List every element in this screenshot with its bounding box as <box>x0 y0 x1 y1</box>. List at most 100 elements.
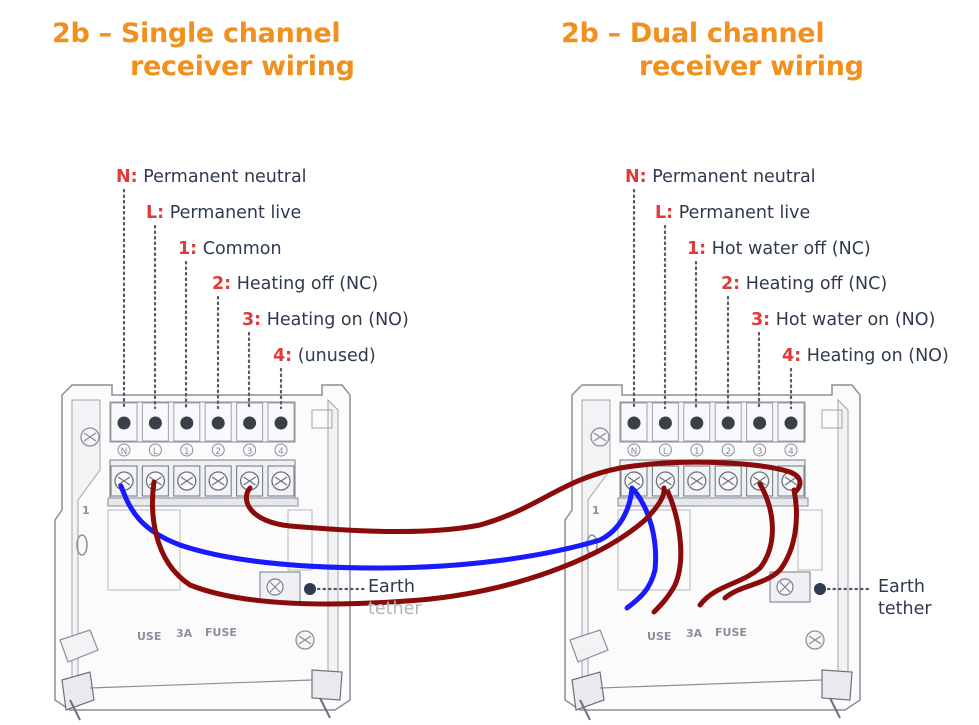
label-key: 1: <box>178 239 198 259</box>
label-key: 3: <box>751 310 771 330</box>
right-label-1: 1: Hot water off (NC) <box>687 239 871 259</box>
right-label-2: 2: Heating off (NC) <box>721 274 887 294</box>
left-use-text: USE <box>137 630 161 643</box>
label-key: 3: <box>242 310 262 330</box>
terminal-mark: 4 <box>788 447 794 457</box>
wire-red-stub-l <box>651 489 684 615</box>
right-receiver-base <box>564 384 861 721</box>
wire-blue-neutral <box>118 483 635 571</box>
label-text: (unused) <box>292 346 376 366</box>
wires <box>118 459 803 615</box>
right-earth-dot <box>814 583 826 595</box>
left-title-line2: receiver wiring <box>130 51 355 82</box>
right-title-line1: 2b – Dual channel <box>561 18 825 49</box>
right-terminal-n: N <box>620 402 648 497</box>
right-earth-label: Earth tether <box>878 576 932 620</box>
wire-red-live <box>150 479 667 607</box>
right-terminal-l: L <box>651 402 679 497</box>
terminal-mark: 1 <box>184 447 190 457</box>
label-key: 4: <box>273 346 293 366</box>
label-key: 2: <box>212 274 232 294</box>
terminal-mark: 2 <box>725 447 731 457</box>
left-label-3: 3: Heating on (NO) <box>242 310 409 330</box>
label-text: Heating on (NO) <box>261 310 409 330</box>
left-terminal-n: N <box>110 402 138 497</box>
right-fuse-text: FUSE <box>715 626 747 639</box>
terminal-connection-dot <box>117 416 131 430</box>
right-use-text: USE <box>647 630 671 643</box>
right-one-text: 1 <box>592 504 600 517</box>
left-label-2: 2: Heating off (NC) <box>212 274 378 294</box>
right-label-3: 3: Hot water on (NO) <box>751 310 935 330</box>
left-earth-line2: tether <box>368 599 422 619</box>
label-text: Permanent neutral <box>137 167 307 187</box>
label-text: Permanent neutral <box>646 167 816 187</box>
terminal-connection-dot <box>658 416 672 430</box>
label-key: 1: <box>687 239 707 259</box>
terminal-mark: N <box>121 447 128 457</box>
left-label-l: L: Permanent live <box>146 203 301 223</box>
label-key: N: <box>116 167 138 187</box>
terminal-connection-dot <box>148 416 162 430</box>
left-terminal-l: L <box>141 402 169 497</box>
left-one-text: 1 <box>82 504 90 517</box>
leader-lines <box>122 188 874 591</box>
label-text: Permanent live <box>164 203 302 223</box>
label-text: Hot water on (NO) <box>770 310 936 330</box>
terminal-mark: L <box>663 447 668 457</box>
right-title-line2: receiver wiring <box>639 51 864 82</box>
label-text: Heating off (NC) <box>231 274 379 294</box>
left-label-n: N: Permanent neutral <box>116 167 307 187</box>
left-3a-text: 3A <box>176 627 193 640</box>
label-key: N: <box>625 167 647 187</box>
terminal-connection-dot <box>784 416 798 430</box>
terminal-connection-dot <box>721 416 735 430</box>
right-terminal-1: 1 <box>683 402 711 497</box>
terminal-mark: 2 <box>215 447 221 457</box>
label-key: L: <box>146 203 165 223</box>
wire-red-switched <box>243 459 803 534</box>
label-text: Permanent live <box>673 203 811 223</box>
terminal-connection-dot <box>180 416 194 430</box>
label-key: L: <box>655 203 674 223</box>
left-label-4: 4: (unused) <box>273 346 376 366</box>
terminal-mark: L <box>153 447 158 457</box>
left-earth-line1: Earth <box>368 577 415 597</box>
right-label-n: N: Permanent neutral <box>625 167 816 187</box>
terminal-connection-dot <box>274 416 288 430</box>
right-title: 2b – Dual channel receiver wiring <box>561 17 864 83</box>
terminal-mark: 3 <box>757 447 763 457</box>
terminal-connection-dot <box>753 416 767 430</box>
right-terminal-2: 2 <box>714 402 742 497</box>
terminal-connection-dot <box>627 416 641 430</box>
left-terminal-1: 1 <box>173 402 201 497</box>
terminal-connection-dot <box>243 416 257 430</box>
terminal-connection-dot <box>211 416 225 430</box>
left-earth-label: Earth tether <box>368 576 422 620</box>
label-text: Hot water off (NC) <box>706 239 871 259</box>
left-title-line1: 2b – Single channel <box>52 18 341 49</box>
left-fuse-text: FUSE <box>205 626 237 639</box>
wire-red-stub-3 <box>697 481 775 608</box>
terminal-mark: 4 <box>278 447 284 457</box>
label-text: Common <box>197 239 282 259</box>
wire-blue-stub <box>624 487 659 611</box>
right-label-l: L: Permanent live <box>655 203 810 223</box>
right-label-4: 4: Heating on (NO) <box>782 346 949 366</box>
left-label-1: 1: Common <box>178 239 282 259</box>
wire-red-stub-4 <box>722 487 799 601</box>
left-earth-dot <box>304 583 316 595</box>
right-terminal-3: 3 <box>746 402 774 497</box>
label-text: Heating off (NC) <box>740 274 888 294</box>
left-title: 2b – Single channel receiver wiring <box>52 17 355 83</box>
label-text: Heating on (NO) <box>801 346 949 366</box>
left-terminal-2: 2 <box>204 402 232 497</box>
right-3a-text: 3A <box>686 627 703 640</box>
label-key: 2: <box>721 274 741 294</box>
label-key: 4: <box>782 346 802 366</box>
right-earth-line2: tether <box>878 599 932 619</box>
terminal-mark: N <box>631 447 638 457</box>
right-earth-line1: Earth <box>878 577 925 597</box>
